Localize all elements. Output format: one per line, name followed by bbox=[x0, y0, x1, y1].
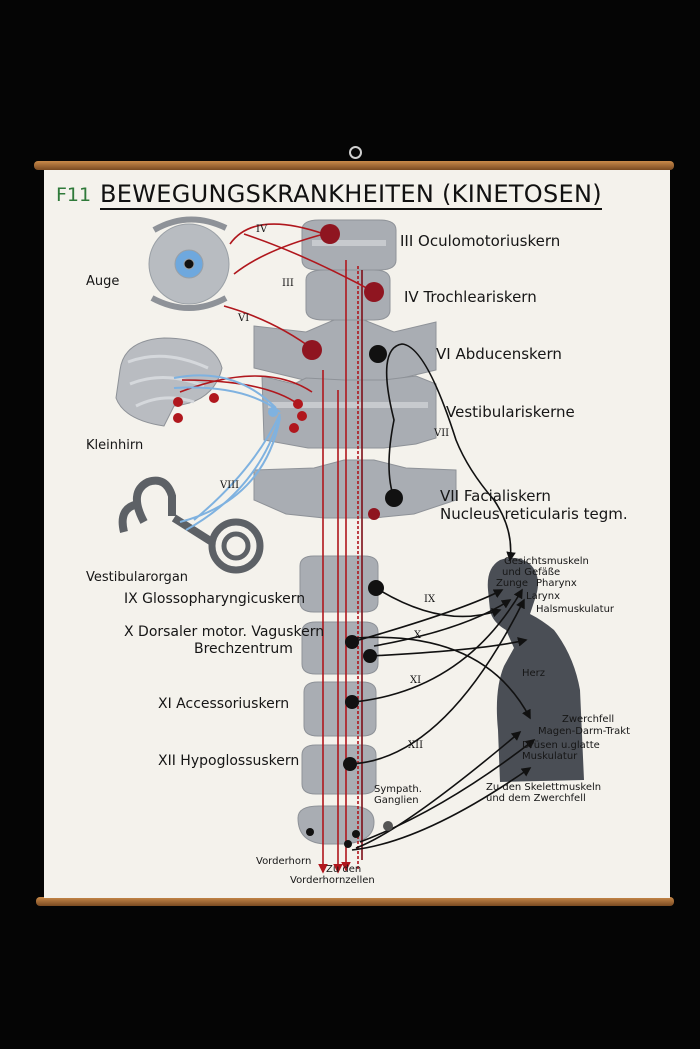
label-accessory-nucleus: XI Accessoriuskern bbox=[158, 696, 290, 712]
label-eye: Auge bbox=[86, 274, 120, 289]
label-heart: Herz bbox=[522, 668, 546, 679]
label-tongue: Zunge bbox=[496, 578, 529, 589]
numeral-iii: III bbox=[282, 278, 294, 289]
label-hypoglossal-nucleus: XII Hypoglossuskern bbox=[158, 753, 300, 769]
label-facial-muscles: Gesichtsmuskeln bbox=[504, 556, 589, 567]
brainstem-sections bbox=[253, 219, 457, 845]
hanging-hook bbox=[349, 146, 362, 159]
label-skeletal-muscles: Zu den Skelettmuskeln bbox=[486, 782, 602, 793]
diagram-artwork bbox=[115, 216, 584, 874]
label-reticular-nucleus: Nucleus reticularis tegm. bbox=[440, 505, 628, 523]
label-oculomotor-nucleus: III Oculomotoriuskern bbox=[400, 232, 561, 250]
label-cerebellum: Kleinhirn bbox=[86, 438, 144, 453]
label-vestibular-organ: Vestibularorgan bbox=[86, 570, 189, 585]
bottom-hanging-rod bbox=[36, 897, 674, 906]
label-vestibular-nuclei: Vestibulariskerne bbox=[446, 403, 575, 421]
person-silhouette bbox=[487, 557, 584, 782]
label-diaphragm: Zwerchfell bbox=[562, 714, 615, 725]
label-ganglia: Ganglien bbox=[374, 795, 419, 806]
label-abducens-nucleus: VI Abducenskern bbox=[436, 345, 562, 363]
label-anterior-horn-cells: Vorderhornzellen bbox=[290, 875, 375, 886]
numeral-iv: IV bbox=[256, 224, 268, 235]
top-hanging-rod bbox=[34, 161, 674, 170]
label-skeletal-diaphragm: und dem Zwerchfell bbox=[486, 793, 586, 804]
numeral-vi: VI bbox=[238, 313, 250, 324]
label-anterior-horn: Vorderhorn bbox=[256, 856, 312, 867]
label-vomiting-center: Brechzentrum bbox=[194, 641, 293, 657]
brainstem-highlights bbox=[268, 240, 428, 408]
label-facial-vessels: und Gefäße bbox=[502, 567, 561, 578]
numeral-vii: VII bbox=[434, 428, 450, 439]
label-sympathetic: Sympath. bbox=[374, 784, 422, 795]
chart-title: BEWEGUNGSKRANKHEITEN (KINETOSEN) bbox=[100, 180, 602, 210]
blue-vestibular-paths bbox=[173, 374, 281, 531]
numeral-viii: VIII bbox=[220, 480, 240, 491]
black-efferent-paths bbox=[349, 343, 536, 851]
label-gi-tract: Magen-Darm-Trakt bbox=[538, 726, 630, 737]
label-pharynx: Pharynx bbox=[536, 578, 577, 589]
label-glossopharyngeal-nucleus: IX Glossopharyngicuskern bbox=[124, 591, 306, 607]
anatomy-chart: F11 BEWEGUNGSKRANKHEITEN (KINETOSEN) Aug… bbox=[44, 170, 670, 898]
numeral-ix: IX bbox=[424, 594, 436, 605]
eye bbox=[148, 216, 230, 311]
label-glands: Drüsen u.glatte bbox=[522, 740, 600, 751]
numeral-xii: XII bbox=[408, 740, 424, 751]
cerebellum bbox=[115, 337, 223, 427]
label-vagus-nucleus: X Dorsaler motor. Vaguskern bbox=[124, 624, 325, 640]
chart-code: F11 bbox=[56, 184, 92, 206]
nucleus-markers bbox=[173, 224, 403, 848]
vestibular-organ bbox=[118, 476, 264, 574]
label-trochlear-nucleus: IV Trochleariskern bbox=[404, 288, 537, 306]
label-smooth-muscle: Muskulatur bbox=[522, 751, 578, 762]
numeral-xi: XI bbox=[410, 675, 422, 686]
label-larynx: Larynx bbox=[526, 591, 560, 602]
numeral-x: X bbox=[414, 630, 422, 641]
label-neck-muscles: Halsmuskulatur bbox=[536, 604, 615, 615]
label-to-the: Zu den bbox=[326, 864, 362, 875]
label-facial-nucleus: VII Facialiskern bbox=[440, 487, 551, 505]
